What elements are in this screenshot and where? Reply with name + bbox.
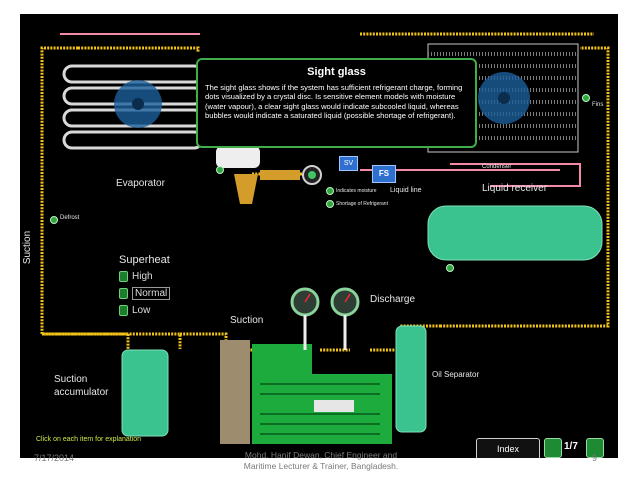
page-indicator: 1/7 — [564, 441, 578, 452]
discharge-label: Discharge — [370, 294, 416, 305]
footer-author-1: Mohd. Hanif Dewan, Chief Engineer and — [244, 450, 398, 460]
evaporator-coil — [62, 64, 204, 150]
fins-indicator[interactable] — [582, 94, 590, 102]
compressor — [220, 340, 392, 444]
suction-accumulator-tank — [121, 349, 169, 437]
suction-accumulator-label-1[interactable]: Suction — [54, 374, 88, 385]
sight-glass-tooltip: Sight glass The sight glass shows if the… — [196, 58, 477, 148]
superheat-normal-option[interactable]: Normal — [119, 287, 171, 301]
help-text: Click on each item for explanation — [36, 436, 142, 443]
valve-indicator[interactable] — [216, 166, 224, 174]
tooltip-body: The sight glass shows if the system has … — [205, 83, 463, 121]
defrost-indicator[interactable] — [50, 216, 58, 224]
prev-button[interactable] — [544, 438, 562, 458]
receiver-indicator[interactable] — [446, 264, 454, 272]
sight-glass — [302, 165, 322, 185]
defrost-label: Defrost — [60, 215, 80, 221]
diagram-slide: Sight glass The sight glass shows if the… — [20, 14, 618, 458]
suction-vertical-label: Suction — [22, 230, 34, 265]
evaporator-label[interactable]: Evaporator — [116, 178, 165, 189]
pressure-gauges — [290, 287, 360, 350]
indicates-moisture-label: Indicates moisture — [336, 188, 377, 194]
next-button[interactable] — [586, 438, 604, 458]
footer-author-2: Maritime Lecturer & Trainer, Bangladesh. — [243, 461, 399, 471]
solenoid-valve-button[interactable]: SV — [339, 156, 358, 171]
moisture-indicator[interactable] — [326, 187, 334, 195]
suction-accumulator-label-2[interactable]: accumulator — [54, 387, 109, 398]
oil-separator-label[interactable]: Oil Separator — [432, 370, 480, 379]
expansion-valve — [216, 146, 300, 204]
indicator-icon — [119, 305, 128, 316]
refrigeration-diagram — [40, 32, 610, 444]
shortage-refrigerant-label: Shortage of Refrigerant — [336, 201, 388, 207]
superheat-low-option[interactable]: Low — [119, 305, 150, 316]
filter-strainer-button[interactable]: FS — [372, 165, 396, 183]
liquid-line-label[interactable]: Liquid line — [390, 187, 422, 194]
oil-separator-tank — [395, 325, 427, 433]
fins-label: Fins — [592, 102, 604, 108]
liquid-receiver-tank — [427, 205, 603, 261]
suction-bottom-label: Suction — [230, 315, 264, 326]
liquid-receiver-label[interactable]: Liquid receiver — [482, 183, 548, 194]
tooltip-title: Sight glass — [307, 66, 366, 78]
indicator-icon — [119, 271, 128, 282]
superheat-label: Superheat — [119, 254, 170, 266]
index-button[interactable]: Index — [476, 438, 540, 458]
superheat-high-option[interactable]: High — [119, 271, 153, 282]
condenser-label[interactable]: Condenser — [482, 164, 512, 170]
indicator-icon — [119, 288, 128, 299]
footer-date: 7/17/2014 — [34, 453, 75, 463]
slide-number: 9 — [592, 453, 598, 463]
shortage-indicator[interactable] — [326, 200, 334, 208]
condenser-coil — [427, 43, 579, 153]
